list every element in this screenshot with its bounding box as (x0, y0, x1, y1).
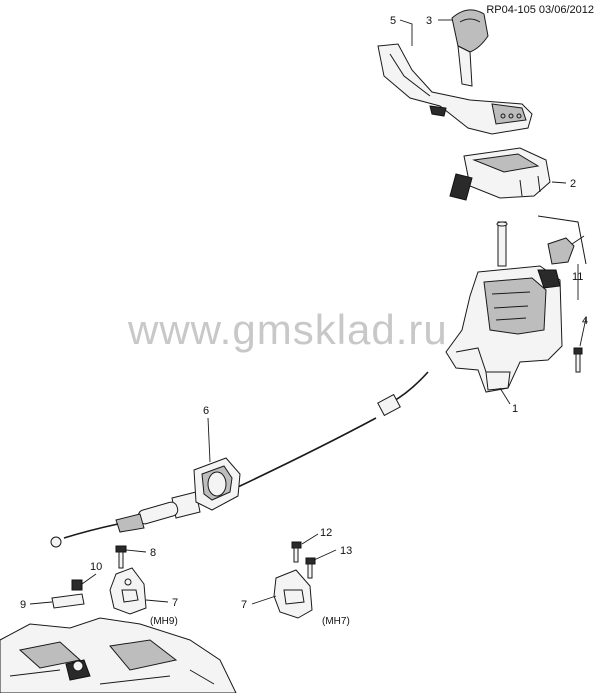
cable-clip (51, 579, 85, 609)
shifter-control-assembly (445, 265, 563, 393)
cable-bracket-mh7 (273, 569, 313, 619)
callout-2: 2 (570, 178, 576, 190)
cable-bracket-mh9 (109, 567, 147, 615)
wiring-connector (537, 215, 587, 265)
callout-4: 4 (582, 315, 588, 327)
callout-1: 1 (512, 403, 518, 415)
bolt-13 (305, 557, 316, 579)
watermark: www.gmsklad.ru (128, 306, 448, 353)
bolt-4 (573, 347, 583, 373)
shift-lever-rod (496, 221, 508, 267)
callout-6: 6 (203, 405, 209, 417)
transmission-housing (0, 617, 237, 693)
tag-mh9: (MH9) (150, 616, 178, 627)
cable-grommet (193, 457, 241, 511)
callouts: 5 3 2 11 4 1 6 8 10 9 7 (MH9) 7 (MH7) 12… (20, 15, 588, 627)
leader-lines (29, 19, 587, 605)
callout-7-left: 7 (172, 597, 178, 609)
callout-13: 13 (340, 545, 352, 557)
bolt-8 (115, 545, 127, 569)
shift-knob (451, 9, 489, 87)
callout-7-right: 7 (241, 599, 247, 611)
bolt-12 (291, 541, 302, 563)
diagram-reference: RP04-105 03/06/2012 (486, 4, 594, 16)
shift-indicator-housing (449, 147, 551, 201)
shift-bezel-trim (377, 43, 533, 135)
callout-11: 11 (572, 271, 583, 283)
callout-3: 3 (426, 15, 432, 27)
callout-8: 8 (150, 547, 156, 559)
callout-9: 9 (20, 599, 26, 611)
shift-cable (50, 371, 429, 548)
tag-mh7: (MH7) (322, 616, 350, 627)
callout-10: 10 (90, 561, 102, 573)
callout-12: 12 (320, 527, 332, 539)
callout-5: 5 (390, 15, 396, 27)
